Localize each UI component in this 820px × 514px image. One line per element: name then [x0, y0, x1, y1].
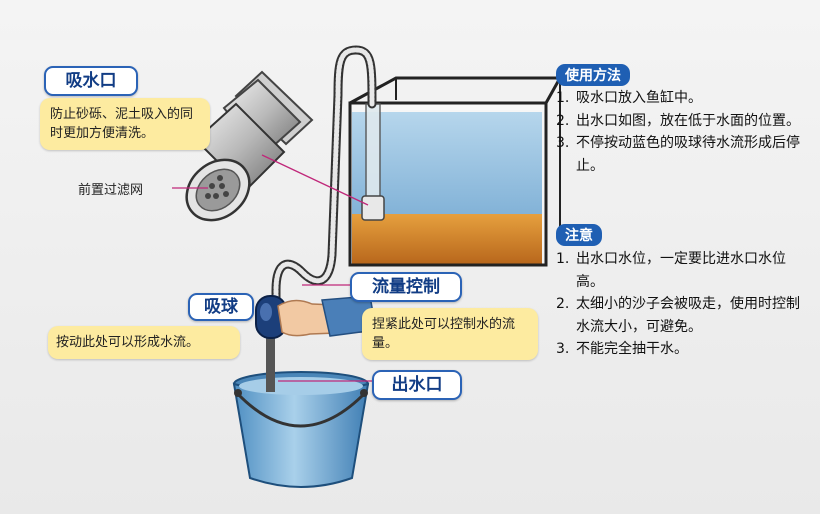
item-number: 3. — [556, 341, 570, 357]
caution-items: 1. 出水口水位，一定要比进水口水位高。 2. 太细小的沙子会被吸走，使用时控制水流… — [556, 248, 808, 361]
flow-note-text: 捏紧此处可以控制水的流量。 — [372, 317, 516, 351]
item-number: 2. — [556, 296, 570, 312]
usage-title: 使用方法 — [556, 64, 630, 86]
usage-step: 3. 不停按动蓝色的吸球待水流形成后停止。 — [556, 132, 808, 177]
step-text: 出水口如图，放在低于水面的位置。 — [576, 112, 800, 129]
item-text: 出水口水位，一定要比进水口水位高。 — [576, 251, 786, 290]
usage-steps: 1. 吸水口放入鱼缸中。 2. 出水口如图，放在低于水面的位置。 3. 不停按动蓝色的… — [556, 87, 808, 177]
intake-closeup — [185, 70, 314, 222]
usage-step: 1. 吸水口放入鱼缸中。 — [556, 87, 808, 110]
outlet-tube — [266, 310, 275, 392]
usage-step: 2. 出水口如图，放在低于水面的位置。 — [556, 110, 808, 133]
intake-tube — [361, 103, 385, 221]
tank-sand — [352, 214, 542, 264]
flow-note: 捏紧此处可以控制水的流量。 — [362, 308, 538, 360]
flow-control-label: 流量控制 — [350, 272, 462, 302]
pre-filter-label: 前置过滤网 — [78, 183, 144, 198]
intake-note-text: 防止砂砾、泥土吸入的同时更加方便清洗。 — [50, 107, 194, 141]
leader-lines — [172, 154, 374, 382]
step-number: 2. — [556, 112, 570, 129]
intake-note: 防止砂砾、泥土吸入的同时更加方便清洗。 — [40, 98, 210, 150]
outlet-label: 出水口 — [372, 370, 462, 400]
bulb-note: 按动此处可以形成水流。 — [48, 326, 240, 359]
caution-item: 2. 太细小的沙子会被吸走，使用时控制水流大小，可避免。 — [556, 293, 808, 338]
intake-label: 吸水口 — [44, 66, 138, 96]
caution-item: 3. 不能完全抽干水。 — [556, 338, 808, 361]
item-text: 太细小的沙子会被吸走，使用时控制水流大小，可避免。 — [576, 296, 800, 335]
aquarium-tank — [348, 76, 563, 267]
caution-item: 1. 出水口水位，一定要比进水口水位高。 — [556, 248, 808, 293]
caution-title: 注意 — [556, 224, 602, 246]
step-number: 3. — [556, 135, 570, 151]
item-number: 1. — [556, 251, 570, 267]
step-text: 不停按动蓝色的吸球待水流形成后停止。 — [576, 135, 800, 174]
water-bucket — [232, 371, 370, 488]
step-text: 吸水口放入鱼缸中。 — [576, 90, 702, 106]
bulb-label: 吸球 — [188, 293, 254, 321]
bulb-note-text: 按动此处可以形成水流。 — [56, 335, 200, 350]
step-number: 1. — [556, 90, 570, 106]
item-text: 不能完全抽干水。 — [576, 341, 688, 357]
